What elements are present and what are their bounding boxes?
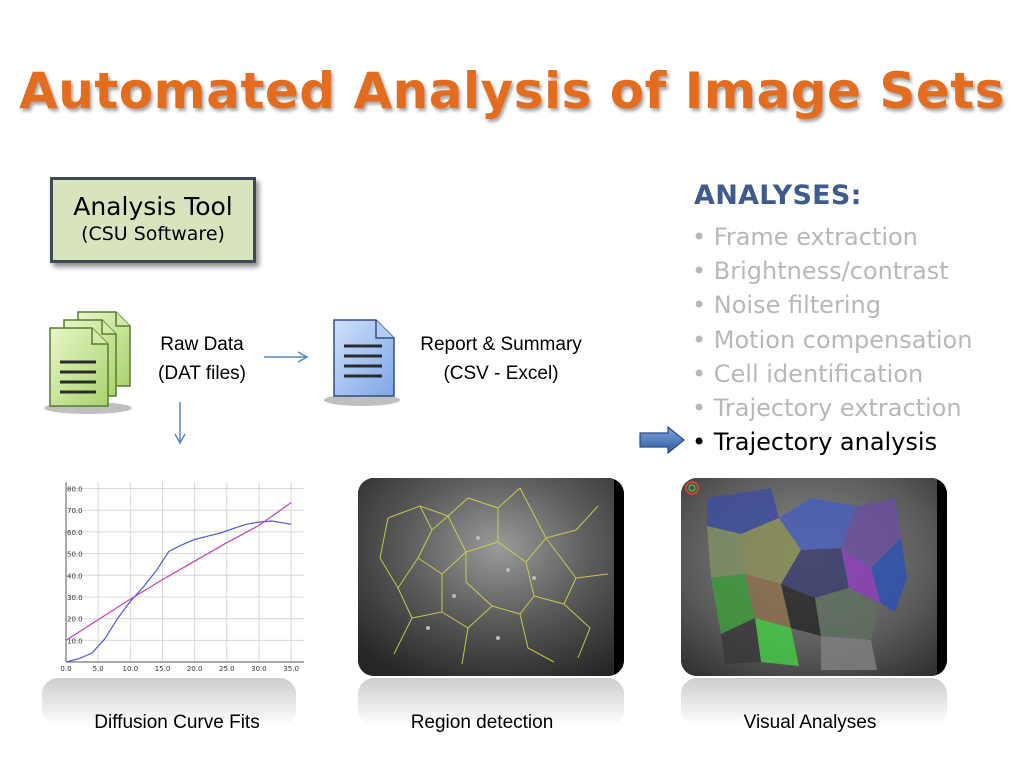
diffusion-caption: Diffusion Curve Fits [94, 712, 260, 733]
region-detection-image [358, 478, 624, 676]
analysis-item: • Trajectory extraction [692, 394, 962, 423]
arrow-down-icon [174, 402, 186, 445]
visual-caption: Visual Analyses [743, 712, 877, 733]
diffusion-chart: 0.0 5.0 10.0 15.0 20.0 25.0 30.0 35.0 10.0 20.0 30… [42, 476, 312, 676]
analysis-item: • Cell identification [692, 359, 924, 388]
chart-series-line-2 [65, 502, 292, 641]
region-reflection [358, 678, 624, 726]
report-line2: (CSV - Excel) [443, 363, 559, 384]
document-icon [324, 319, 400, 406]
chart-y-tick-label: 80.0 [67, 486, 83, 494]
chart-x-tick-label: 5.0 [93, 665, 104, 673]
analysis-item: • Motion compensation [692, 325, 973, 354]
raw-data-label: Raw Data (DAT files) [140, 330, 264, 388]
slide-title: Automated Analysis of Image Sets [19, 62, 1005, 120]
chart-x-tick-label: 35.0 [283, 665, 299, 673]
chart-reflection [42, 678, 296, 726]
chart-y-tick-label: 10.0 [67, 637, 83, 645]
report-label: Report & Summary (CSV - Excel) [408, 330, 594, 388]
chart-x-tick-label: 20.0 [187, 665, 203, 673]
visual-analyses-image [681, 478, 947, 676]
region-caption: Region detection [410, 712, 554, 733]
chart-background [42, 476, 312, 676]
chart-y-tick-label: 40.0 [67, 572, 83, 580]
visual-reflection [681, 678, 947, 726]
chart-y-tick-label: 60.0 [67, 529, 83, 537]
chart-y-tick-label: 70.0 [67, 507, 83, 515]
analysis-item-active: • Trajectory analysis [692, 428, 938, 457]
raw-data-line2: (DAT files) [158, 363, 246, 384]
chart-x-tick-label: 30.0 [251, 665, 267, 673]
analysis-item: • Brightness/contrast [692, 257, 949, 286]
chart-y-tick-label: 20.0 [67, 616, 83, 624]
analysis-tool-subtitle: (CSU Software) [81, 223, 225, 245]
analyses-heading: ANALYSES: [694, 180, 862, 211]
analysis-item: • Noise filtering [692, 291, 881, 320]
chart-y-tick-label: 50.0 [67, 551, 83, 559]
document-stack-icon [44, 311, 132, 414]
chart-series-line-1 [65, 520, 292, 663]
raw-data-line1: Raw Data [160, 334, 244, 355]
chart-x-tick-label: 25.0 [219, 665, 235, 673]
chart-x-tick-label: 0.0 [60, 665, 71, 673]
arrow-right-icon [264, 351, 309, 363]
analysis-tool-box[interactable]: Analysis Tool (CSU Software) [50, 177, 256, 263]
chart-x-tick-label: 15.0 [155, 665, 171, 673]
chart-y-tick-label: 30.0 [67, 594, 83, 602]
chart-x-tick-label: 10.0 [123, 665, 139, 673]
analysis-item: • Frame extraction [692, 223, 918, 251]
report-line1: Report & Summary [420, 334, 582, 355]
analysis-tool-title: Analysis Tool [73, 192, 233, 221]
analyses-list: • Frame extraction • Brightness/contrast… [692, 220, 972, 459]
block-arrow-icon [639, 425, 685, 455]
